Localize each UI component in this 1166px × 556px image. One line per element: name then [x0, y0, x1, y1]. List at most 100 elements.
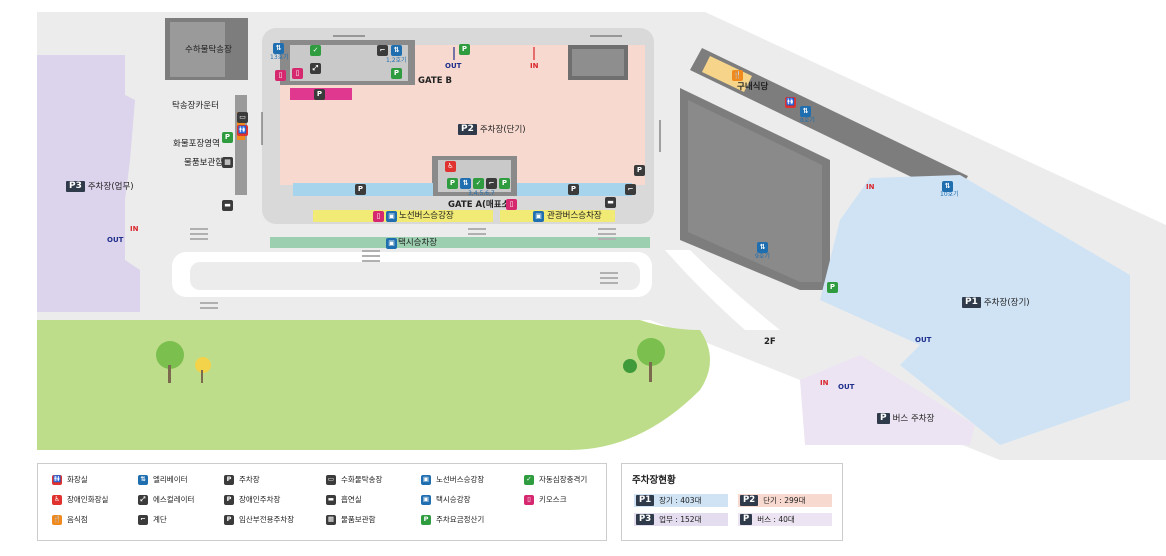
- route-bus-icon: ▣: [421, 474, 431, 485]
- elevator-icon: ⇅: [942, 181, 953, 192]
- pregnant-parking-icon: P: [314, 89, 325, 100]
- parking-icon: P: [459, 44, 470, 55]
- pregnant-parking-icon: P: [224, 514, 234, 525]
- legend-label: 수화물탁송장: [341, 475, 383, 484]
- label-out-p1: OUT: [915, 336, 932, 344]
- legend-item: ⌐계단: [138, 514, 167, 525]
- legend-label: 임산부전용주차장: [239, 515, 295, 524]
- label-elevator-8: 8호기: [800, 117, 815, 124]
- route-bus-bay: [313, 210, 493, 222]
- parking-icon: P: [391, 68, 402, 79]
- restaurant-icon: 🍴: [732, 70, 743, 81]
- freight-icon: ▭: [237, 112, 248, 123]
- route-bus-icon: ▣: [533, 211, 544, 222]
- legend-label: 주차장: [239, 475, 260, 484]
- label-luggage-storage: 물품보관함: [184, 158, 224, 168]
- label-route-bus: 노선버스승강장: [399, 211, 454, 221]
- zone-p1: P1 주차장(장기): [962, 296, 1030, 308]
- smoking-icon: ▬: [605, 197, 616, 208]
- accessible-parking-icon: P: [224, 494, 234, 505]
- legend-label: 음식점: [67, 515, 88, 524]
- smoking-icon: ▬: [326, 494, 336, 505]
- legend-label: 물품보관함: [341, 515, 376, 524]
- status-badge: P2: [740, 495, 759, 506]
- legend-label: 엘리베이터: [153, 475, 188, 484]
- status-text: 버스 : 40대: [757, 515, 795, 524]
- legend-label: 에스컬레이터: [153, 495, 195, 504]
- label-taxi: 택시승차장: [398, 238, 438, 248]
- status-item-bus: P 버스 : 40대: [738, 513, 832, 526]
- legend-item: P 주차장: [224, 474, 260, 485]
- smoking-icon: ▬: [222, 200, 233, 211]
- restaurant-building: [690, 48, 968, 198]
- escalator-icon: ⤢: [138, 494, 148, 505]
- status-badge: P3: [636, 514, 655, 525]
- legend-item: ⤢ 에스컬레이터: [138, 494, 194, 505]
- p3-area: [37, 55, 140, 312]
- label-2f: 2F: [764, 337, 776, 347]
- status-badge: P: [740, 514, 753, 525]
- parking-icon: P: [499, 178, 510, 189]
- zone-bus-name: 버스 주차장: [892, 414, 935, 424]
- zone-p3-badge: P3: [66, 180, 85, 192]
- zone-p3: P3 주차장(업무): [66, 180, 134, 192]
- elevator-icon: ⇅: [273, 43, 284, 54]
- kiosk-icon: ▯: [275, 70, 286, 81]
- toilet-icon: 🚻: [785, 97, 796, 108]
- toilet-icon: 🚻: [237, 125, 248, 136]
- elevator-icon: ⇅: [138, 474, 148, 485]
- stairs-icon: ⌐: [625, 184, 636, 195]
- accessible-toilet-icon: ♿: [52, 494, 62, 505]
- legend-label: 자동심장충격기: [539, 475, 588, 484]
- label-in-left: IN: [130, 225, 139, 233]
- legend-item: ▦ 물품보관함: [326, 514, 376, 525]
- label-out-top: OUT: [445, 62, 462, 70]
- legend-label: 화장실: [67, 475, 88, 484]
- toilet-icon: 🚻: [52, 474, 62, 485]
- status-text: 단기 : 299대: [763, 496, 806, 505]
- ticket-machine-icon: ✓: [473, 178, 484, 189]
- tour-bus-bay: [500, 210, 615, 222]
- zone-bus: P 버스 주차장: [877, 412, 934, 424]
- legend-label: 계단: [153, 515, 167, 524]
- zone-p3-name: 주차장(업무): [87, 182, 134, 192]
- label-elevator-34567: 3,4,5,6,7: [468, 190, 495, 197]
- kiosk-icon: ▯: [292, 68, 303, 79]
- status-text: 업무 : 152대: [659, 515, 702, 524]
- elevator-icon: ⇅: [391, 45, 402, 56]
- ticket-machine-icon: ✓: [310, 45, 321, 56]
- locker-icon: ▦: [326, 514, 336, 525]
- legend-item: ▬흡연실: [326, 494, 362, 505]
- parking-icon: P: [224, 474, 234, 485]
- legend-label: 노선버스승강장: [436, 475, 485, 484]
- bus-parking-area: [800, 355, 975, 445]
- label-checkin-counter: 탁송장카운터: [172, 101, 219, 111]
- taxi-bay: [270, 237, 650, 248]
- zone-p2: P2 주차장(단기): [458, 123, 526, 135]
- p1-area: [820, 175, 1130, 445]
- label-tour-bus: 관광버스승차장: [547, 211, 602, 221]
- legend-item: ♿장애인화장실: [52, 494, 108, 505]
- route-bus-icon: ▣: [386, 211, 397, 222]
- locker-icon: ▦: [222, 157, 233, 168]
- escalator-icon: ⤢: [310, 63, 321, 74]
- legend-item: ▣ 노선버스승강장: [421, 474, 484, 485]
- legend-label: 키오스크: [539, 495, 567, 504]
- label-in-top: IN: [530, 62, 539, 70]
- label-gate-a: GATE A(매표소): [448, 200, 514, 210]
- label-elevator-9: 9호기: [755, 253, 770, 260]
- legend-item: P 장애인주차장: [224, 494, 280, 505]
- accessible-parking-icon: P: [634, 165, 645, 176]
- legend-label: 장애인주차장: [239, 495, 281, 504]
- park-area: [37, 320, 710, 450]
- label-out-left: OUT: [107, 236, 124, 244]
- label-elevator-12: 1,2호기: [386, 57, 407, 64]
- label-gate-b: GATE B: [418, 76, 452, 86]
- legend-item: ▯키오스크: [524, 494, 567, 505]
- zone-p2-name: 주차장(단기): [479, 125, 526, 135]
- pay-station-icon: P: [421, 514, 431, 525]
- label-elevator-10: 10호기: [940, 191, 959, 198]
- parking-icon: P: [447, 178, 458, 189]
